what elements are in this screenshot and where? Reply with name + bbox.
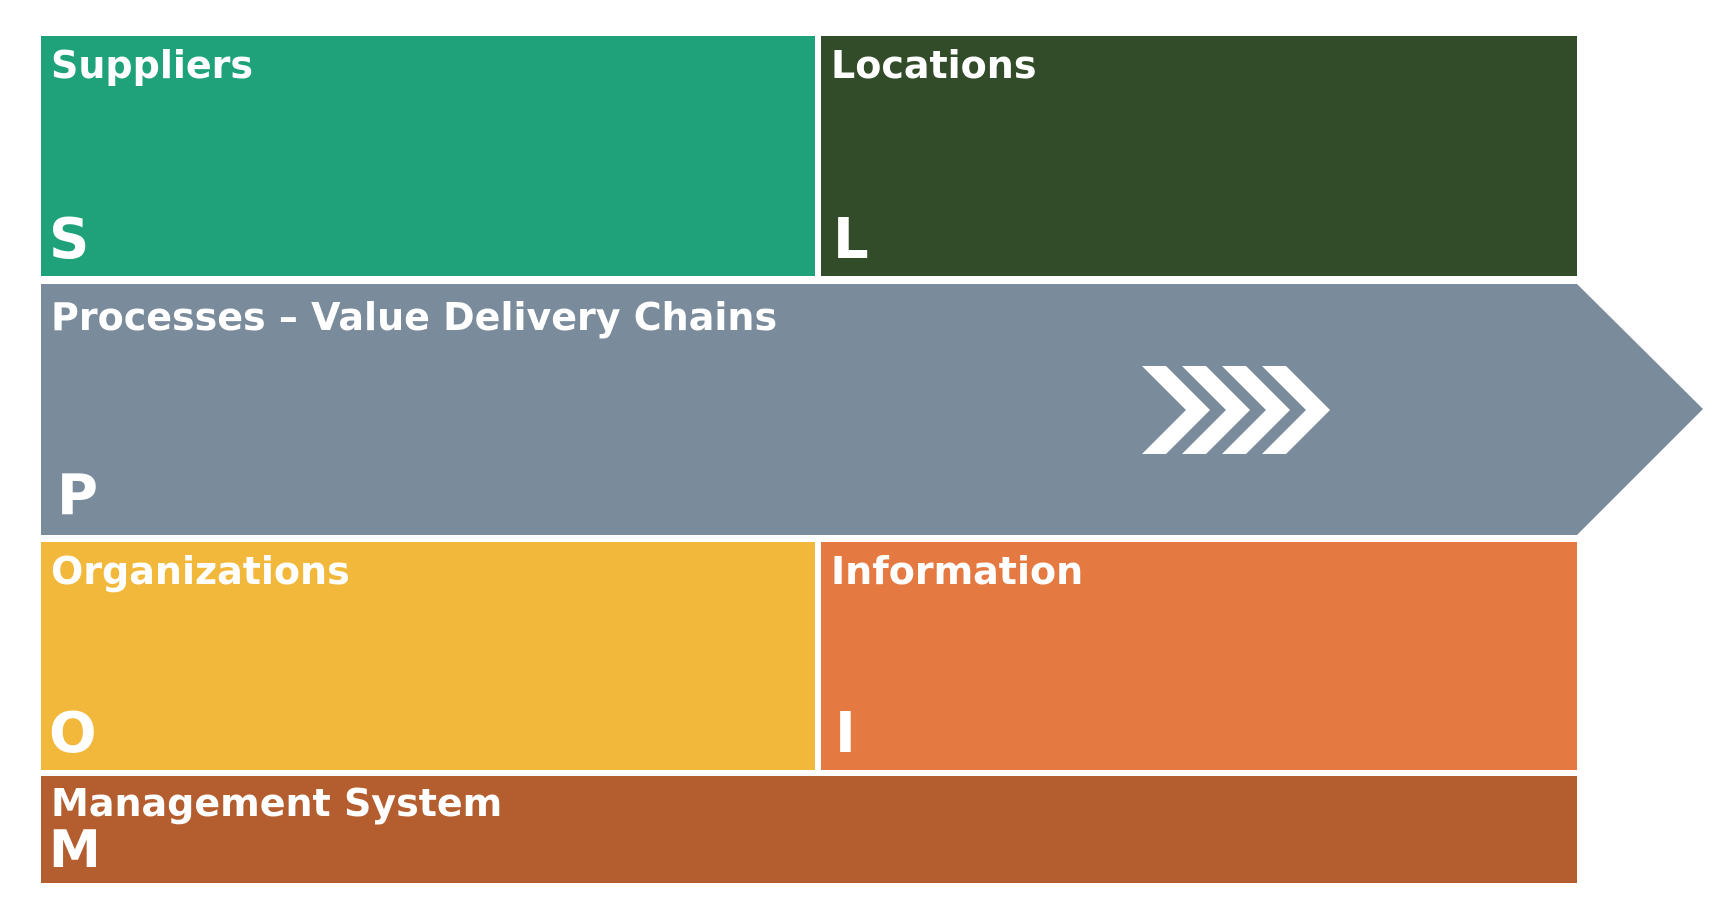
suppliers-title: Suppliers xyxy=(51,43,254,87)
information-block: Information I xyxy=(821,542,1577,770)
locations-letter: L xyxy=(833,207,869,272)
processes-title: Processes – Value Delivery Chains xyxy=(51,295,778,339)
information-letter: I xyxy=(835,701,856,766)
organizations-block: Organizations O xyxy=(41,542,815,770)
locations-title: Locations xyxy=(831,43,1037,87)
locations-block: Locations L xyxy=(821,36,1577,276)
suppliers-letter: S xyxy=(49,207,90,272)
quadruple-chevron-right-icon xyxy=(1142,366,1330,454)
suppliers-block: Suppliers S xyxy=(41,36,815,276)
organizations-letter: O xyxy=(49,701,97,766)
management-block: Management System M xyxy=(41,776,1577,883)
processes-letter: P xyxy=(57,463,99,528)
information-title: Information xyxy=(831,549,1084,593)
management-title: Management System xyxy=(51,781,503,825)
organizations-title: Organizations xyxy=(51,549,350,593)
management-letter: M xyxy=(49,820,101,880)
